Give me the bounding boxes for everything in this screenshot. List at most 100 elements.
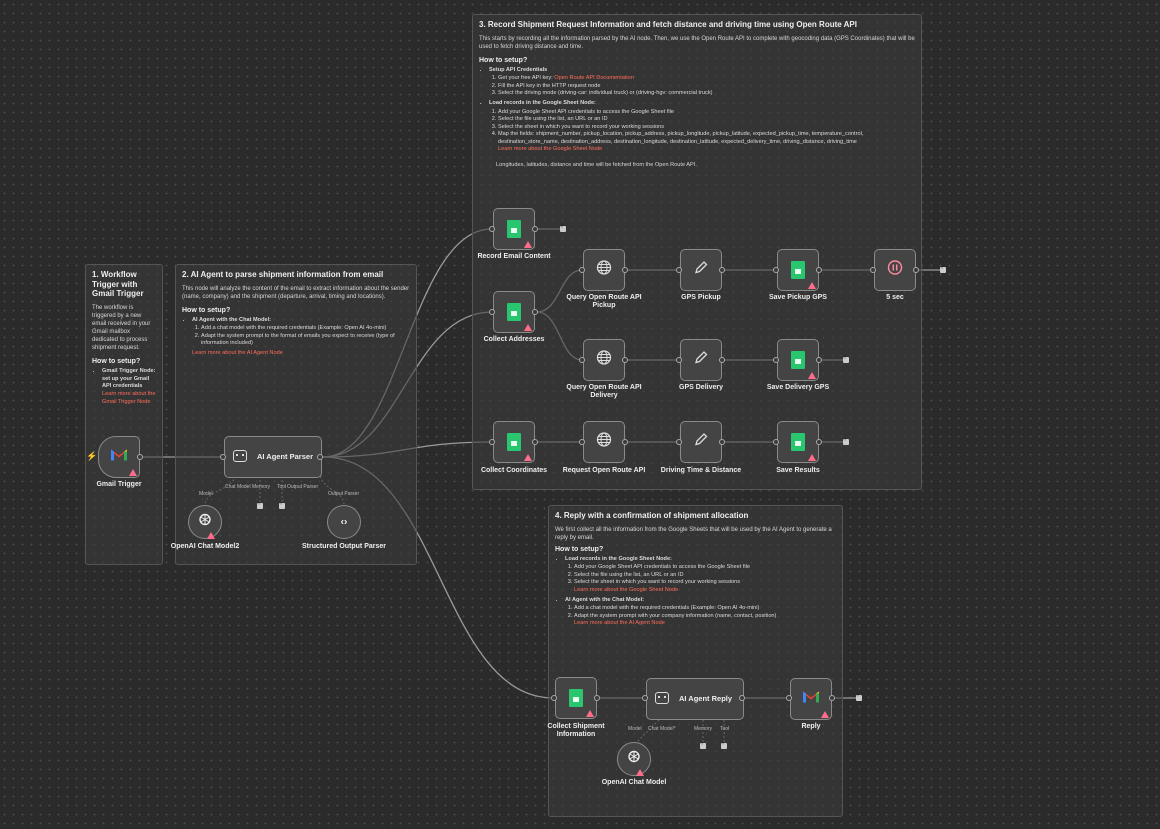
input-port[interactable] — [773, 357, 779, 363]
input-port[interactable] — [676, 357, 682, 363]
node-label: Request Open Route API — [562, 467, 646, 474]
output-port[interactable] — [719, 267, 725, 273]
output-port[interactable] — [816, 357, 822, 363]
output-port[interactable] — [622, 267, 628, 273]
note-body: The workflow is triggered by a new email… — [92, 304, 151, 352]
node-collect-shipment-information[interactable] — [555, 677, 597, 719]
google-sheet-docs-link[interactable]: Learn more about the Google Sheet Node — [574, 586, 679, 593]
note-body: This node will analyze the content of th… — [182, 285, 410, 300]
node-ai-agent-reply[interactable]: AI Agent Reply — [646, 678, 744, 720]
output-port[interactable] — [532, 226, 538, 232]
add-memory-button[interactable] — [700, 740, 706, 749]
output-port[interactable] — [317, 454, 323, 460]
note-item-text: Gmail Trigger Node: set up your Gmail AP… — [102, 368, 156, 390]
add-node-button[interactable] — [560, 223, 566, 232]
node-collect-coordinates[interactable] — [493, 421, 535, 463]
port-label-tool: Tool — [720, 726, 730, 732]
node-query-open-route-pickup[interactable] — [583, 249, 625, 291]
input-port[interactable] — [489, 309, 495, 315]
node-title: AI Agent Reply — [679, 694, 733, 703]
input-port[interactable] — [579, 267, 585, 273]
sticky-note-ai-agent-parse[interactable]: 2. AI Agent to parse shipment informatio… — [175, 264, 417, 565]
node-label: 5 sec — [886, 294, 904, 301]
sticky-note-workflow-trigger[interactable]: 1. Workflow Trigger with Gmail Trigger T… — [85, 264, 163, 565]
sticky-note-reply-confirmation[interactable]: 4. Reply with a confirmation of shipment… — [548, 505, 843, 817]
add-node-button[interactable] — [940, 264, 946, 273]
node-gmail-trigger[interactable] — [98, 436, 140, 478]
note-item-text: Load records in the Google Sheet Node: — [489, 99, 596, 106]
node-ai-agent-parser[interactable]: AI Agent Parser — [224, 436, 322, 478]
open-route-docs-link[interactable]: Open Route API Documentation — [554, 75, 634, 82]
ai-agent-docs-link[interactable]: Learn more about the AI Agent Node — [192, 349, 283, 356]
output-port[interactable] — [739, 695, 745, 701]
node-structured-output-parser[interactable]: ‹› — [327, 505, 361, 539]
note-item: Load records in the Google Sheet Node: A… — [565, 556, 836, 595]
warning-icon — [821, 711, 829, 718]
note-subitem: Add a chat model with the required crede… — [201, 325, 410, 333]
note-title: 3. Record Shipment Request Information a… — [479, 20, 857, 29]
input-port[interactable] — [579, 357, 585, 363]
output-port[interactable] — [622, 357, 628, 363]
input-port[interactable] — [773, 439, 779, 445]
note-list: AI Agent with the Chat Model: Add a chat… — [182, 317, 410, 358]
add-node-button[interactable] — [843, 354, 849, 363]
output-port[interactable] — [816, 267, 822, 273]
node-label: GPS Delivery — [679, 384, 723, 391]
output-port[interactable] — [532, 309, 538, 315]
gmail-trigger-docs-link[interactable]: Learn more about the Gmail Trigger Node — [102, 390, 156, 405]
node-openai-chat-model[interactable] — [617, 742, 651, 776]
input-port[interactable] — [489, 226, 495, 232]
node-record-email-content[interactable] — [493, 208, 535, 250]
output-port[interactable] — [719, 439, 725, 445]
input-port[interactable] — [642, 695, 648, 701]
input-port[interactable] — [676, 439, 682, 445]
add-tool-button[interactable] — [721, 740, 727, 749]
add-tool-button[interactable] — [279, 500, 285, 509]
add-node-button[interactable] — [843, 436, 849, 445]
port-label-model: Model — [199, 491, 213, 497]
node-save-results[interactable] — [777, 421, 819, 463]
output-port[interactable] — [829, 695, 835, 701]
node-save-delivery-gps[interactable] — [777, 339, 819, 381]
input-port[interactable] — [773, 267, 779, 273]
input-port[interactable] — [220, 454, 226, 460]
node-label: Save Delivery GPS — [766, 384, 830, 391]
openai-icon — [198, 513, 212, 532]
node-label: OpenAI Chat Model2 — [170, 543, 240, 550]
node-save-pickup-gps[interactable] — [777, 249, 819, 291]
pause-icon — [887, 260, 903, 281]
input-port[interactable] — [786, 695, 792, 701]
output-port[interactable] — [532, 439, 538, 445]
node-collect-addresses[interactable] — [493, 291, 535, 333]
node-gps-pickup[interactable] — [680, 249, 722, 291]
input-port[interactable] — [579, 439, 585, 445]
input-port[interactable] — [489, 439, 495, 445]
node-label: Collect Shipment Information — [547, 723, 605, 739]
node-driving-time-distance[interactable] — [680, 421, 722, 463]
openai-icon — [627, 750, 641, 769]
node-query-open-route-delivery[interactable] — [583, 339, 625, 381]
output-port[interactable] — [622, 439, 628, 445]
port-label-output-parser: Output Parser — [328, 491, 360, 497]
input-port[interactable] — [676, 267, 682, 273]
node-gps-delivery[interactable] — [680, 339, 722, 381]
add-node-button[interactable] — [856, 692, 862, 701]
ai-agent-docs-link[interactable]: Learn more about the AI Agent Node — [574, 620, 665, 627]
google-sheets-icon — [507, 433, 521, 451]
output-port[interactable] — [719, 357, 725, 363]
input-port[interactable] — [551, 695, 557, 701]
node-openai-chat-model2[interactable] — [188, 505, 222, 539]
input-port[interactable] — [870, 267, 876, 273]
port-label-model: Model — [628, 726, 642, 732]
node-wait-5-sec[interactable] — [874, 249, 916, 291]
output-port[interactable] — [137, 454, 143, 460]
output-port[interactable] — [594, 695, 600, 701]
output-port[interactable] — [913, 267, 919, 273]
add-memory-button[interactable] — [257, 500, 263, 509]
output-port[interactable] — [816, 439, 822, 445]
node-reply[interactable] — [790, 678, 832, 720]
google-sheet-docs-link[interactable]: Learn more about the Google Sheet Node — [498, 146, 603, 153]
note-subitem: Map the fields: shipment_number, pickup_… — [498, 131, 915, 154]
note-item-text: AI Agent with the Chat Model: — [565, 596, 645, 603]
node-request-open-route[interactable] — [583, 421, 625, 463]
